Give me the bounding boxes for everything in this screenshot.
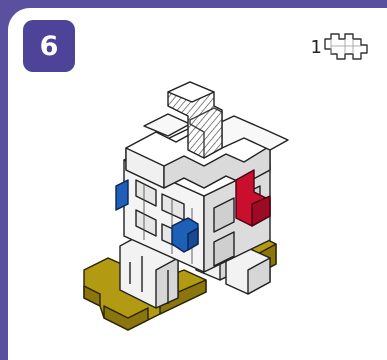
cross-brick-figure-illustration	[8, 8, 387, 348]
instruction-card: 6 1	[8, 8, 387, 360]
